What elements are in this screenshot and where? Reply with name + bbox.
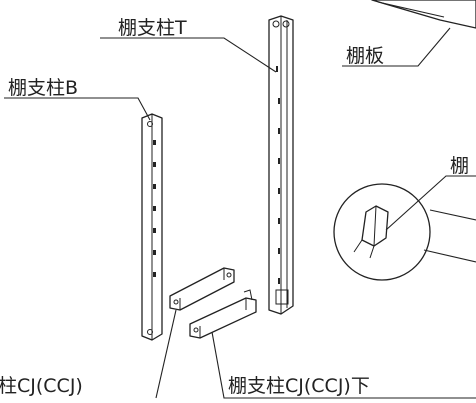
cj-lower-label: 棚支柱CJ(CCJ)下 [228,375,370,397]
shelf-board-label: 棚板 [346,45,384,67]
cj-lower-leader [211,331,476,399]
bracket-detail-leader [385,175,476,231]
cj-upper-part [169,267,235,311]
shelf-board-leader [342,27,451,67]
post-t-part [268,15,294,315]
cj-upper-leader [155,309,177,399]
cj-lower-part [189,289,257,339]
bracket-detail-callout [333,183,476,281]
post-b-leader [4,97,151,121]
post-b-part [141,113,163,341]
shelf-board-part [371,0,476,29]
post-b-label: 棚支柱B [8,77,78,99]
post-t-leader [100,37,277,73]
cj-upper-label: 柱CJ(CCJ) [0,375,83,397]
bracket-detail-label: 棚 [450,155,469,177]
post-t-label: 棚支柱T [118,17,187,39]
